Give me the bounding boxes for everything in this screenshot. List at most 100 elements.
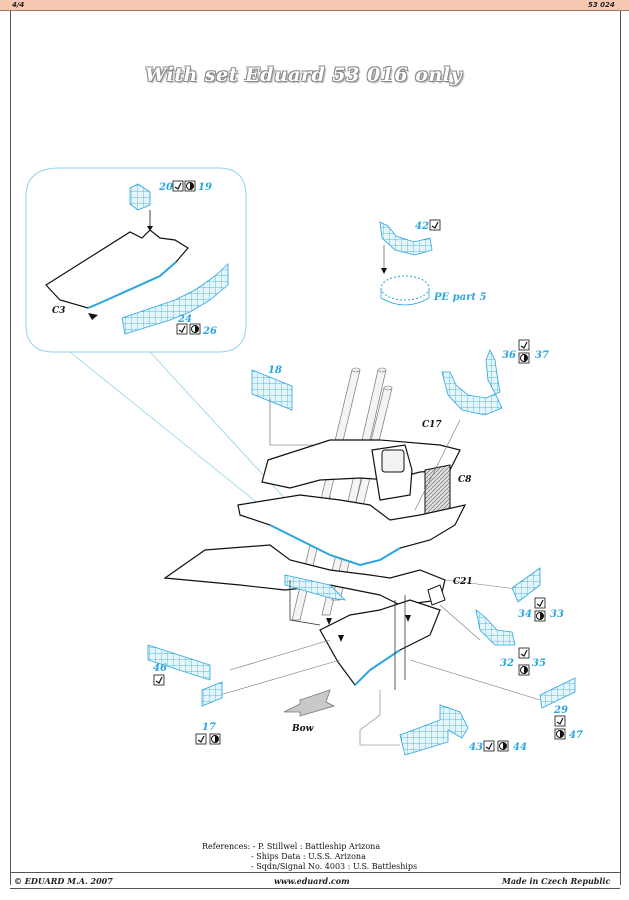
callout-c3: C3	[52, 306, 65, 316]
page-title: With set Eduard 53 016 only	[145, 64, 462, 86]
part-34-rail	[511, 567, 541, 603]
pointer-line	[229, 639, 331, 671]
bubble-pointer-line	[69, 351, 261, 506]
callout-47: 47	[569, 730, 583, 741]
paint-icon	[209, 733, 221, 745]
callout-42: 42	[415, 221, 429, 232]
check-icon	[518, 647, 530, 659]
references: References: - P. Stillwel : Battleship A…	[202, 842, 417, 872]
callout-19: 19	[198, 182, 212, 193]
part-43-rail	[399, 704, 469, 756]
reference-item: - Ships Data : U.S.S. Arizona	[251, 852, 366, 861]
mast-top	[351, 367, 361, 373]
part-36-rail	[441, 349, 503, 416]
callout-36: 36	[502, 350, 516, 361]
c21-edge	[354, 649, 401, 686]
bow-arrow	[283, 689, 336, 717]
pe-part-5-platform	[380, 275, 430, 301]
check-icon	[195, 733, 207, 745]
pointer-line	[439, 604, 481, 641]
bubble-pointer-line	[149, 351, 301, 516]
arrow-head	[326, 618, 332, 625]
check-icon	[176, 323, 188, 335]
footer-rule	[10, 872, 620, 873]
arrow-head	[88, 313, 98, 320]
references-label: References:	[202, 842, 251, 851]
paint-icon	[534, 610, 546, 622]
callout-33: 33	[550, 609, 564, 620]
footer-rule	[10, 888, 620, 889]
part-46-rail	[147, 644, 211, 681]
part-42-rail	[379, 221, 433, 256]
callout-24: 24	[177, 314, 192, 325]
callout-17: 17	[202, 722, 216, 733]
director-box	[381, 449, 405, 473]
callout-bow: Bow	[291, 724, 314, 734]
callout-c17: C17	[422, 420, 442, 430]
pointer-line	[409, 659, 541, 701]
part-c21-platform	[319, 599, 441, 686]
callout-37: 37	[535, 350, 549, 361]
part-c3-deck-edge	[87, 261, 177, 309]
callout-32: 32	[500, 658, 514, 669]
paint-icon	[497, 740, 509, 752]
mast-top	[383, 385, 393, 391]
callout-46: 46	[153, 663, 167, 674]
callout-44: 44	[513, 742, 527, 753]
page-frame	[10, 11, 621, 885]
check-icon	[153, 674, 165, 686]
mid-deck-edge	[269, 524, 401, 567]
part-24-rail	[121, 263, 229, 335]
callout-18: 18	[268, 365, 282, 376]
arrow-head	[381, 268, 387, 274]
arrow-head	[338, 635, 344, 642]
footer-made-in: Made in Czech Republic	[502, 876, 611, 886]
callout-29: 29	[553, 705, 568, 716]
paint-icon	[184, 180, 196, 192]
arrow-head	[147, 226, 153, 231]
pointer-line	[444, 579, 526, 591]
set-number: 53 024	[588, 1, 615, 9]
support-structure	[289, 580, 406, 690]
pointer-line	[359, 690, 400, 746]
part-18-rail	[251, 369, 293, 411]
callout-34: 34	[518, 609, 532, 620]
callout-c8: C8	[458, 475, 472, 485]
callout-35: 35	[532, 658, 546, 669]
check-icon	[518, 339, 530, 351]
reference-item: - P. Stillwel : Battleship Arizona	[252, 842, 381, 851]
pe-part-5-side	[380, 288, 430, 306]
footer-url[interactable]: www.eduard.com	[274, 876, 350, 886]
check-icon	[534, 597, 546, 609]
callout-43: 43	[469, 742, 483, 753]
check-icon	[429, 219, 441, 231]
header-bar	[0, 0, 629, 10]
callout-26: 26	[202, 326, 217, 337]
check-icon	[554, 715, 566, 727]
mast-top	[377, 367, 387, 373]
paint-icon	[189, 323, 201, 335]
paint-icon	[518, 664, 530, 676]
check-icon	[483, 740, 495, 752]
footer-copyright: © EDUARD M.A. 2007	[14, 876, 113, 886]
callout-pe-part-5: PE part 5	[433, 292, 486, 303]
part-c21-bracket	[427, 584, 446, 606]
page-number: 4/4	[12, 1, 25, 9]
arrow-head	[405, 615, 411, 622]
pointer-line	[219, 659, 341, 696]
check-icon	[172, 180, 184, 192]
part-17-rail	[201, 681, 223, 707]
pointer-line	[414, 419, 461, 511]
header-rule	[0, 10, 629, 11]
paint-icon	[518, 352, 530, 364]
part-32-rail	[475, 609, 516, 646]
paint-icon	[554, 728, 566, 740]
part-29-rail	[539, 677, 576, 709]
part-20-rail	[129, 183, 151, 211]
reference-item: - Sqdn/Signal No. 4003 : U.S. Battleship…	[251, 862, 418, 871]
lower-deck-rail	[284, 574, 347, 601]
callout-20: 20	[158, 182, 173, 193]
upper-deck-c17	[261, 439, 461, 489]
callout-c21: C21	[453, 577, 473, 587]
